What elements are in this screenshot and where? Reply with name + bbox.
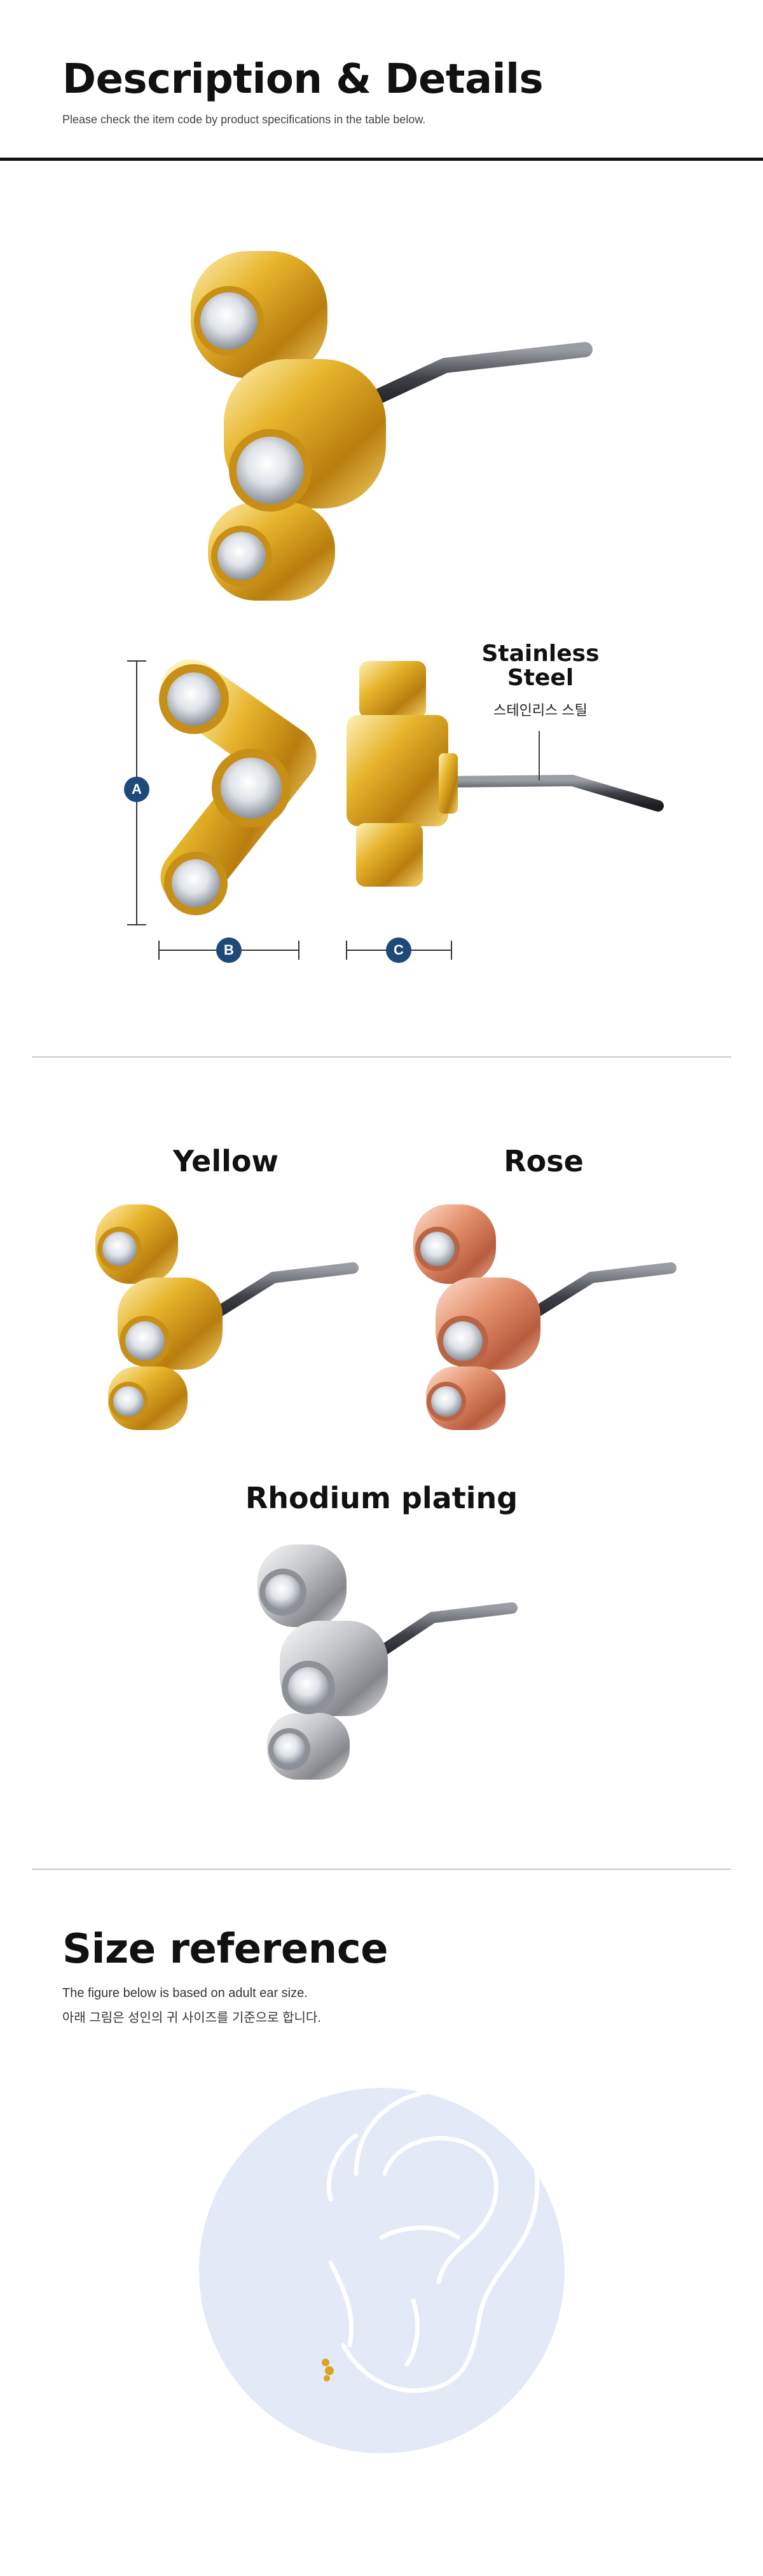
material-label-line1: Stainless [481,641,600,667]
material-label-en: Stainless Steel [471,642,610,690]
dimension-a-badge: A [124,777,149,802]
color-label-rose: Rose [504,1144,584,1178]
size-section-title: Size reference [62,1926,388,1973]
material-label-line2: Steel [507,665,574,691]
header-divider [0,158,763,161]
dimension-b-badge: B [216,937,242,963]
page-title: Description & Details [62,56,544,103]
color-label-yellow: Yellow [173,1144,278,1178]
size-note-ko: 아래 그림은 성인의 귀 사이즈를 기준으로 합니다. [62,2011,321,2025]
material-label-ko: 스테인리스 스틸 [493,702,588,718]
size-note-en: The figure below is based on adult ear s… [62,1986,308,2000]
section-divider-1 [32,1056,731,1058]
color-label-rhodium: Rhodium plating [245,1481,518,1515]
page-subtitle: Please check the item code by product sp… [62,113,426,126]
section-divider-2 [32,1869,731,1870]
dimension-c-badge: C [386,937,411,963]
